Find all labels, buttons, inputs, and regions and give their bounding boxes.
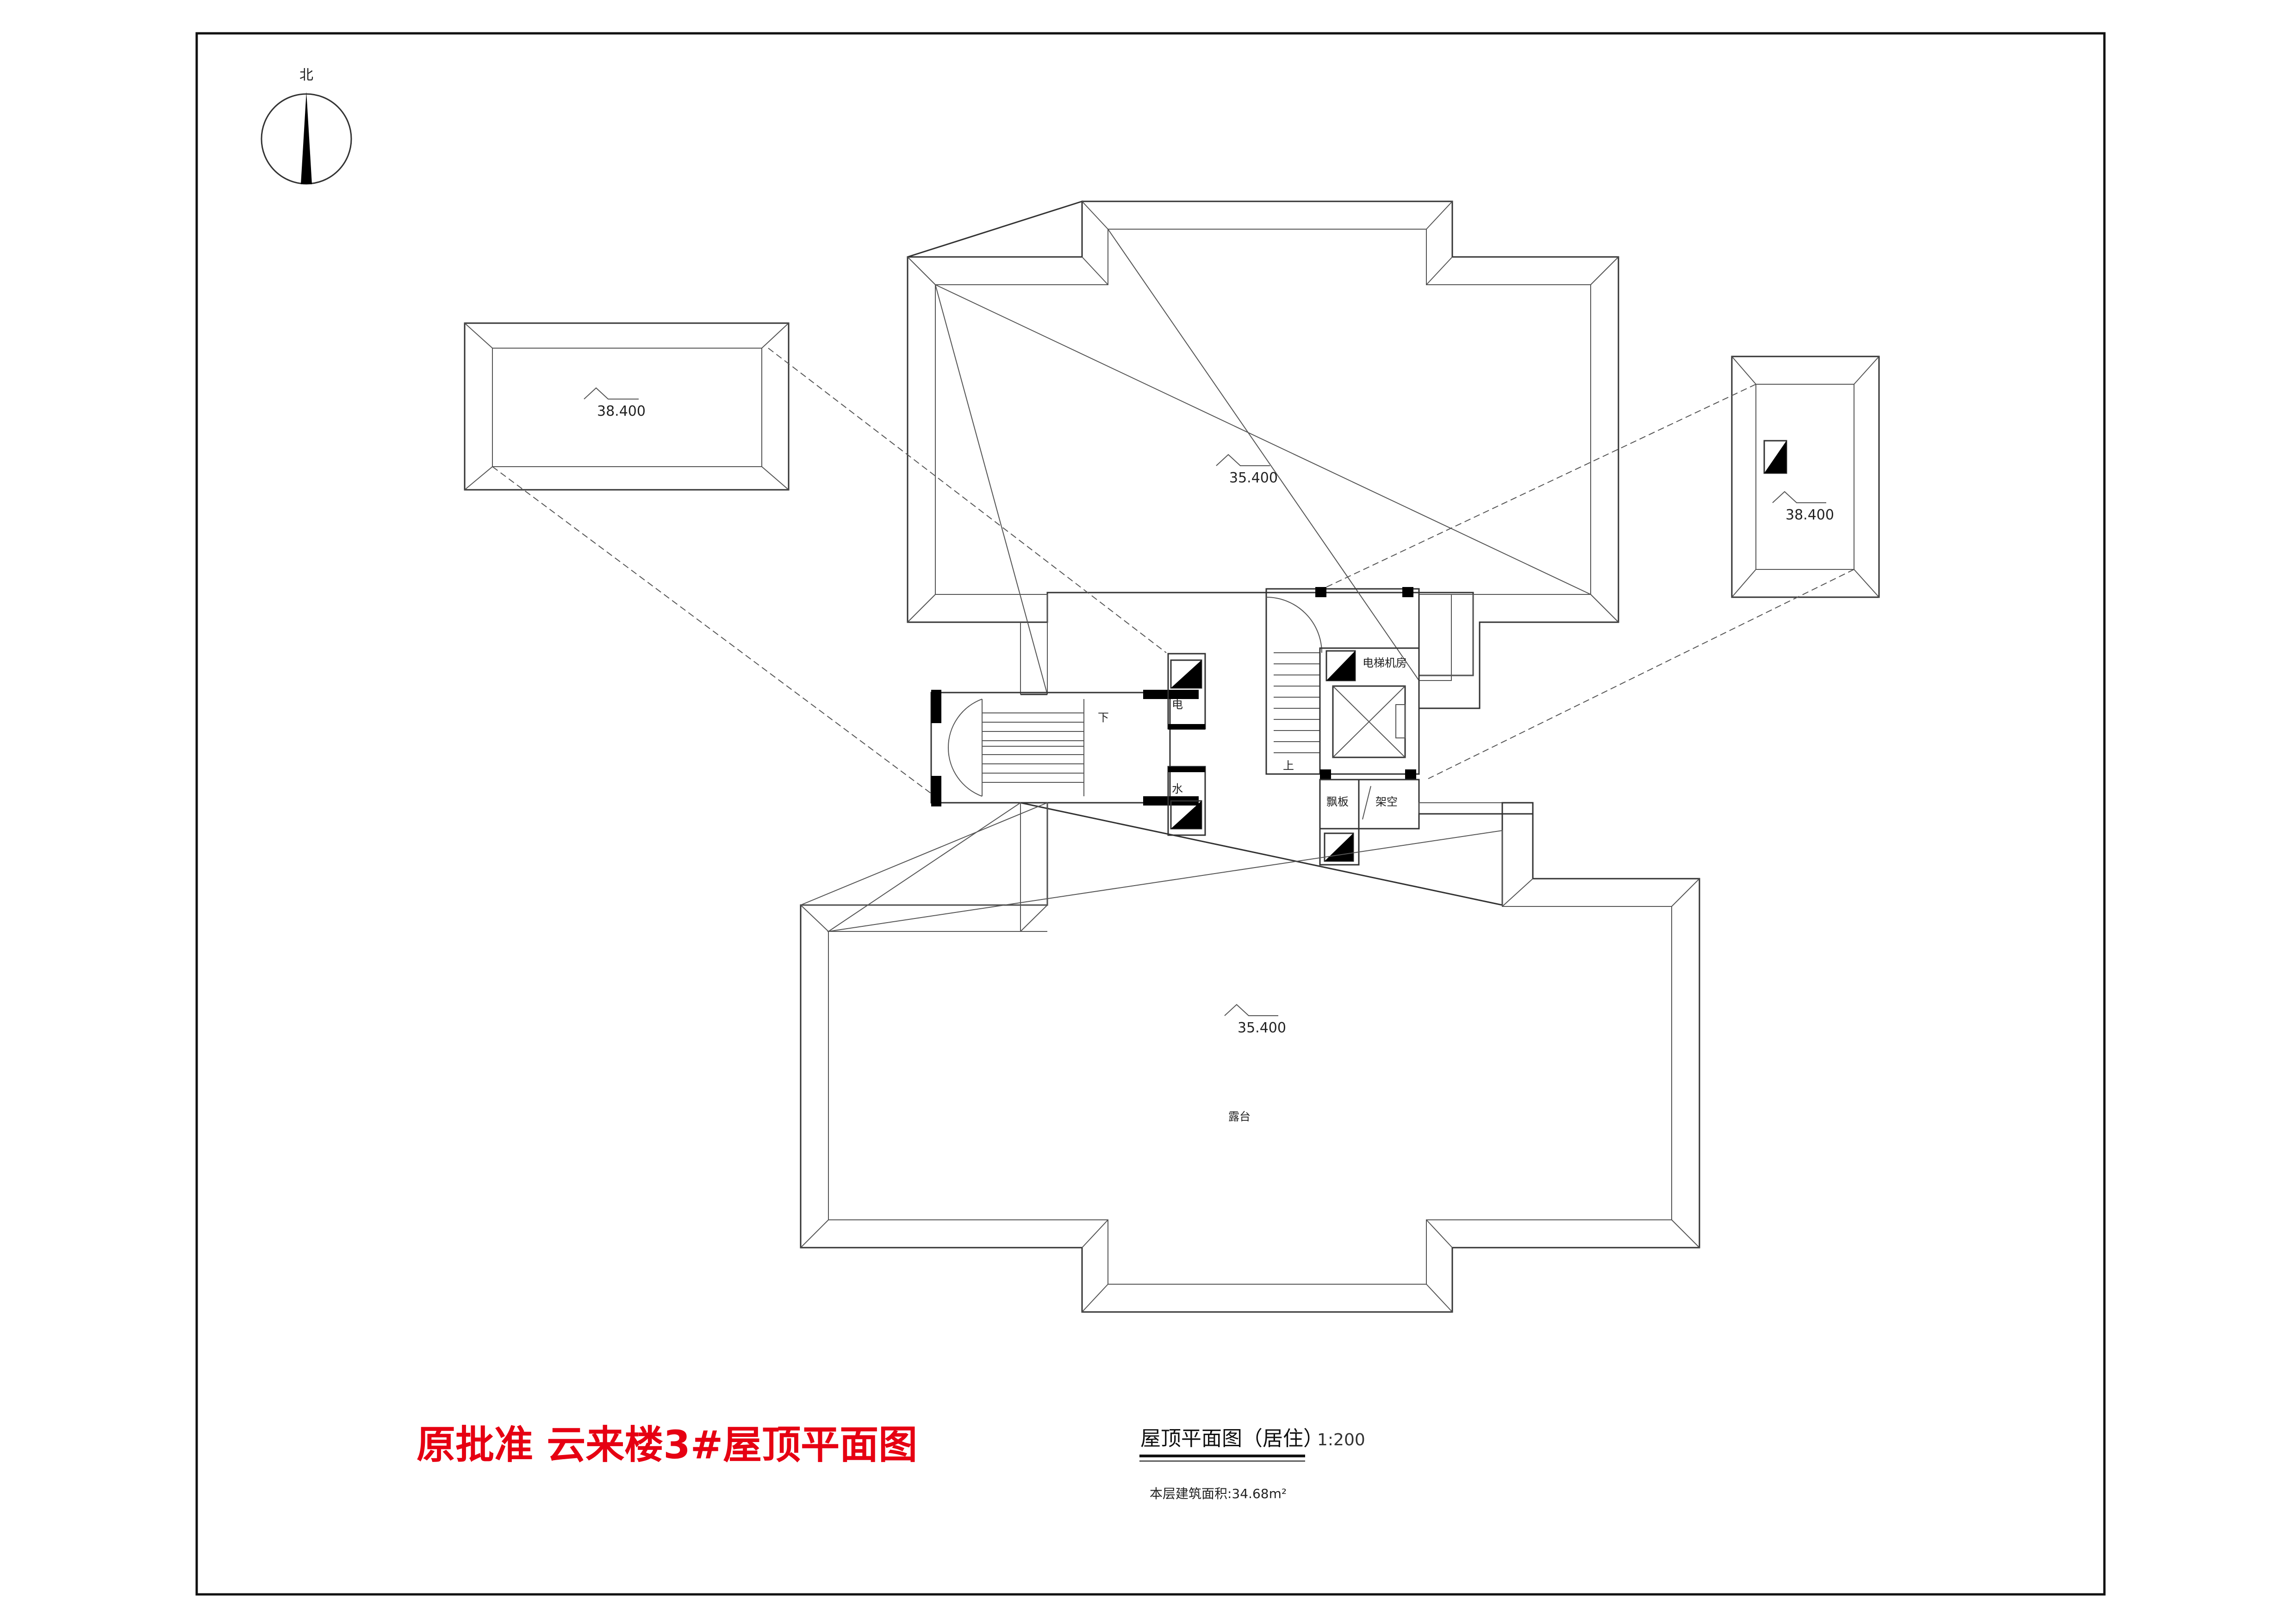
electric-shaft-label: 电 (1172, 698, 1183, 711)
elevator-machine-room-label: 电梯机房 (1363, 656, 1407, 669)
projection-lines (492, 348, 1854, 797)
plan-scale: 1:200 (1317, 1430, 1365, 1449)
stair-up-flight (1274, 652, 1320, 753)
lower-terrace-parapet (800, 802, 1700, 1313)
elevation-label-right-roof: 38.400 (1786, 507, 1834, 523)
void-label: 架空 (1375, 795, 1398, 808)
drawing-frame (195, 32, 2106, 1596)
elevation-lower-terrace: 35.400 (1224, 1004, 1286, 1036)
plan-title: 屋顶平面图（居住） (1140, 1427, 1324, 1450)
left-raised-roof (464, 322, 790, 491)
up-label: 上 (1283, 759, 1294, 772)
north-label: 北 (299, 67, 313, 83)
elevation-right-roof: 38.400 (1772, 491, 1834, 523)
elevator-core: 上 电梯机房 飘板 架空 (1265, 587, 1503, 866)
water-shaft-label: 水 (1172, 782, 1183, 795)
elevation-upper-terrace: 35.400 (1216, 454, 1278, 486)
stair-treads (982, 699, 1084, 796)
bay-window-label: 飘板 (1326, 795, 1349, 808)
left-stair-core: 下 电 水 (930, 653, 1206, 836)
right-raised-roof (1731, 356, 1880, 598)
approved-title: 原批准 云来楼3#屋顶平面图 (417, 1422, 917, 1468)
terrace-label: 露台 (1228, 1110, 1251, 1123)
elevation-label-left-roof: 38.400 (597, 403, 646, 419)
north-arrow-icon: 北 (261, 67, 352, 185)
upper-terrace-parapet (907, 200, 1619, 709)
floor-area: 本层建筑面积:34.68m² (1150, 1486, 1287, 1501)
down-label: 下 (1098, 711, 1109, 724)
elevation-label-lower-terrace: 35.400 (1238, 1020, 1286, 1036)
elevation-left-roof: 38.400 (584, 387, 646, 419)
elevation-label-upper-terrace: 35.400 (1229, 470, 1278, 486)
